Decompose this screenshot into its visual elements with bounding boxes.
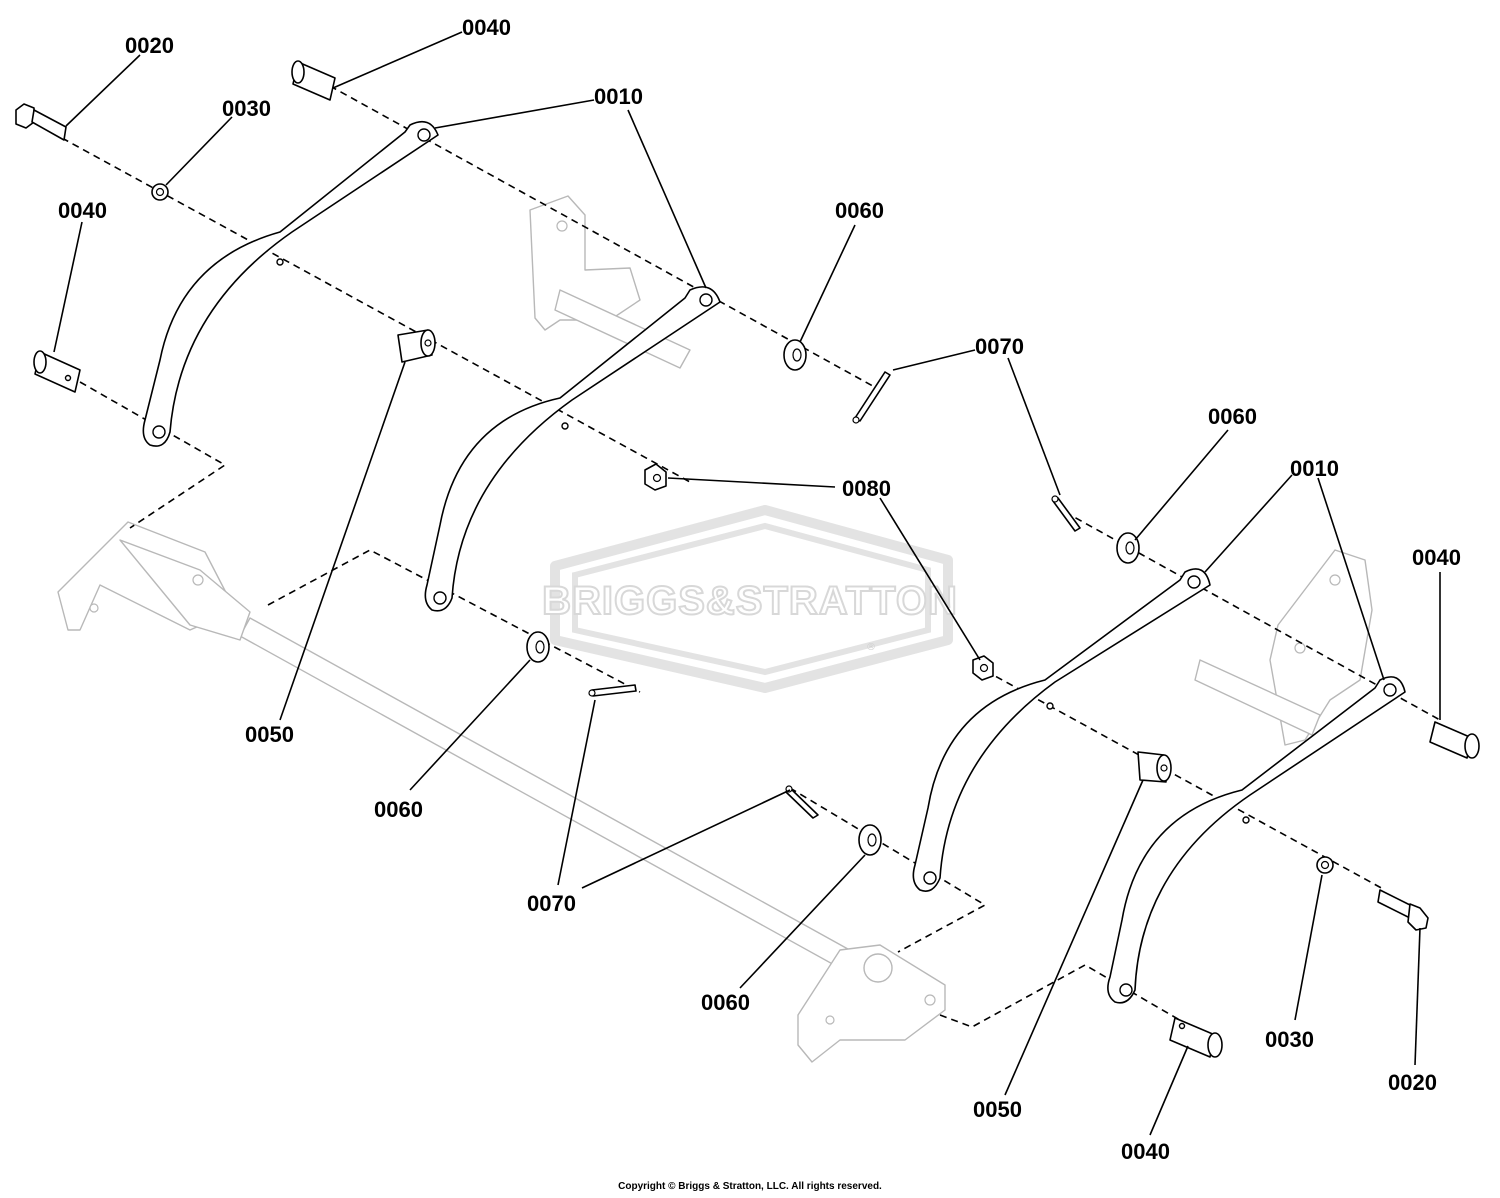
watermark-text: BRIGGS&STRATTON [542,579,958,623]
clevis-pin-left [33,350,81,393]
part-callouts: 0020 0040 0030 0010 0040 0060 0070 0080 … [58,15,1461,1164]
assembly-axis-lines [61,85,1441,1028]
spacer-0050-right [1137,751,1172,783]
callout-0020-bolt-top: 0020 [125,33,174,58]
lift-link-lower-right [1107,676,1406,1004]
nut-0080-lower [972,655,994,681]
watermark-registered-mark: ® [866,642,876,653]
callout-0050-spacer-left: 0050 [245,722,294,747]
callout-0010-link-right: 0010 [1290,456,1339,481]
callout-0040-pin-bottom: 0040 [1121,1139,1170,1164]
briggs-stratton-watermark: BRIGGS&STRATTON ® [541,505,958,693]
callout-0060-washer-d: 0060 [701,990,750,1015]
callout-0040-pin-left: 0040 [58,198,107,223]
callout-0040-pin-top: 0040 [462,15,511,40]
callout-0030-washer-bottom: 0030 [1265,1027,1314,1052]
callout-0070-cotter-bottom: 0070 [527,891,576,916]
copyright-notice: Copyright © Briggs & Stratton, LLC. All … [618,1181,882,1192]
callout-0010-link-left: 0010 [594,84,643,109]
callout-0060-washer-c: 0060 [374,797,423,822]
cotter-pin-a [852,371,891,424]
cotter-pin-c [588,684,637,697]
clevis-pin-right [1429,721,1480,759]
callout-0080-nut: 0080 [842,476,891,501]
callout-0060-washer-a: 0060 [835,198,884,223]
bolt-lower-right [1377,889,1429,931]
callout-0040-pin-right: 0040 [1412,545,1461,570]
spacer-0050-left [397,329,436,363]
washer-0060-d [858,824,882,856]
callout-0070-cotter-top: 0070 [975,334,1024,359]
lift-link-upper-right [912,568,1211,892]
callout-0030-washer-top: 0030 [222,96,271,121]
axle-assembly-ghost [57,195,1373,1063]
callout-0060-washer-b: 0060 [1208,404,1257,429]
washer-0060-a [783,339,807,371]
nut-0080-upper [644,463,667,491]
lift-link-lower-left [424,286,721,612]
washer-0060-c [526,631,550,663]
callout-0020-bolt-bottom: 0020 [1388,1070,1437,1095]
callout-0050-spacer-right: 0050 [973,1097,1022,1122]
leader-lines [53,31,1441,1136]
lift-link-upper-left [142,120,439,447]
clevis-pin-top [291,60,336,101]
clevis-pin-bottom [1169,1017,1223,1058]
bolt-upper-left [15,103,67,141]
washer-0060-b [1116,532,1140,564]
cotter-pin-b [1051,495,1081,532]
